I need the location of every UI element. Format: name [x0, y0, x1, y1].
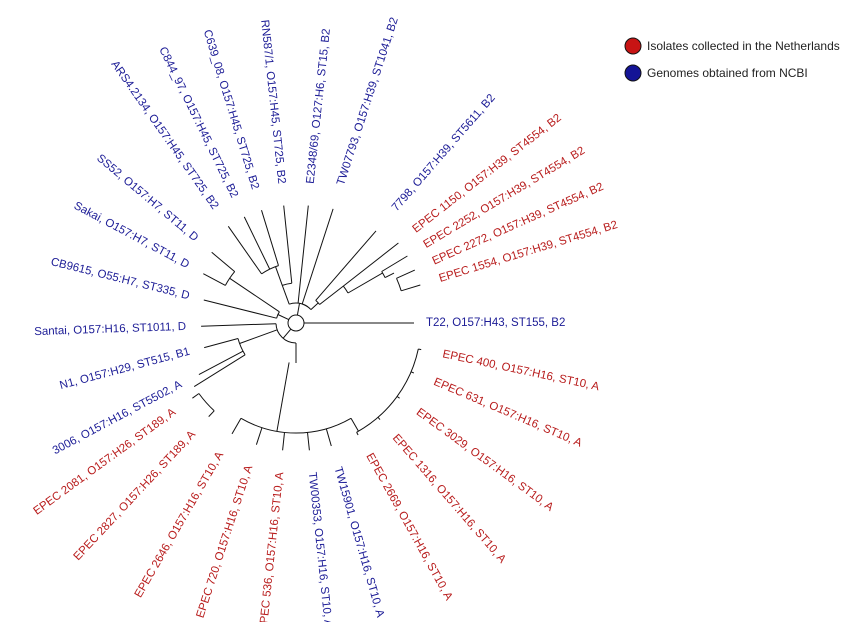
clade-b2e-branch-0: [401, 284, 421, 292]
clade-a3-branch-4: [418, 348, 422, 351]
tip-label: TW07793, O157:H39, ST1041, B2: [335, 16, 401, 187]
clade-d2-branch-0: [211, 251, 236, 272]
clade-d2-arc: [224, 271, 236, 286]
tip-label: EPEC 1316, O157:H16, ST10, A: [390, 432, 508, 566]
clade-a2-branch-3: [307, 432, 310, 451]
clade-b2a-branch-0: [319, 285, 344, 305]
clade-a3-branch-3: [410, 371, 415, 374]
legend-label-ncbi: Genomes obtained from NCBI: [647, 66, 808, 80]
clade-b2a-arc: [315, 300, 320, 305]
legend-label-netherlands: Isolates collected in the Netherlands: [647, 39, 840, 53]
clade-b2d-arc: [381, 271, 386, 278]
clade-a3-branch-2: [396, 396, 400, 399]
clade-b2c-branch-0: [310, 302, 319, 310]
tip-label: E2348/69, O127:H6, ST15, B2: [305, 28, 333, 184]
clade-bottom-branch-1: [239, 329, 278, 344]
root-branch-2: [282, 328, 292, 339]
tip-label: TW00353, O157:H16, ST10, A: [306, 472, 334, 622]
clade-st725-branch-0: [283, 205, 293, 284]
clade-d-branch-0: [229, 277, 280, 313]
clade-b2d-branch-0: [384, 272, 395, 279]
root-branch-0: [296, 303, 300, 316]
clade-a3-arc: [356, 348, 419, 433]
clade-b2b-branch-0: [347, 272, 383, 294]
root-branch-1: [277, 314, 289, 321]
clade-o127-branch-2: [281, 285, 290, 305]
clade-a2-branch-2: [282, 432, 285, 451]
clade-b2b-branch-1: [342, 242, 399, 287]
legend-item-ncbi: Genomes obtained from NCBI: [624, 64, 808, 82]
clade-b1-branch-2: [193, 354, 246, 388]
clade-a-branch-0: [276, 362, 290, 432]
legend: Isolates collected in the Netherlands Ge…: [624, 37, 840, 82]
clade-st189-branch-0: [192, 393, 200, 399]
legend-swatch-netherlands: [624, 37, 642, 55]
tip-label: EPEC 400, O157:H16, ST10, A: [441, 348, 600, 393]
clade-o127-branch-1: [297, 205, 309, 304]
tip-label: 7798, O157:H39, ST5611, B2: [390, 92, 498, 214]
clade-a2-branch-0: [231, 418, 242, 435]
tip-label: Santai, O157:H16, ST1011, D: [34, 321, 186, 338]
root-node: [287, 314, 305, 332]
clade-o127-arc: [289, 302, 308, 308]
legend-swatch-ncbi: [624, 64, 642, 82]
clade-a2-branch-4: [325, 428, 332, 447]
tip-label: EPEC 536, O157:H16, ST10, A: [258, 471, 287, 622]
clade-b1-branch-0: [204, 338, 239, 349]
clade-bottom-arc: [275, 323, 297, 344]
tip-label: T22, O157:H43, ST155, B2: [426, 317, 565, 329]
clade-a2-branch-5: [350, 418, 359, 432]
clade-st725b-branch-2: [227, 226, 263, 275]
clade-a3-branch-0: [356, 432, 359, 436]
clade-b1-branch-1: [198, 350, 244, 376]
clade-b2b-arc: [342, 285, 349, 294]
clade-a2-arc: [240, 417, 352, 434]
tree-branches: [192, 205, 422, 451]
clade-st725b-branch-1: [243, 216, 271, 270]
clade-b2d-branch-1: [381, 255, 408, 272]
clade-st725-arc: [282, 282, 292, 286]
tip-label: CB9615, O55:H7, ST335, D: [50, 256, 191, 302]
tip-label: C639_08, O157:H45, ST725, B2: [201, 28, 261, 190]
tip-label: TW15901, O157:H16, ST10, A: [332, 466, 387, 620]
legend-item-netherlands: Isolates collected in the Netherlands: [624, 37, 840, 55]
clade-st725-branch-1: [275, 266, 283, 286]
clade-b2e-branch-1: [396, 269, 416, 279]
tip-label: EPEC 2669, O157:H16, ST10, A: [363, 451, 454, 602]
clade-st189-branch-1: [208, 410, 215, 417]
clade-a3-branch-1: [377, 416, 381, 420]
tip-label: EPEC 2827, O157:H26, ST189, A: [72, 428, 199, 563]
clade-b2a-branch-1: [315, 230, 377, 301]
clade-d2-branch-1: [203, 273, 226, 286]
clade-st189-arc: [198, 393, 215, 412]
clade-bottom-branch-0: [201, 323, 277, 327]
clade-b2c-branch-1: [301, 208, 334, 305]
clade-st725b-branch-0: [261, 210, 279, 266]
clade-a2-branch-1: [255, 427, 263, 445]
tip-label: RN587/1, O157:H45, ST725, B2: [258, 19, 287, 184]
clade-b2e-arc: [396, 278, 402, 291]
tip-label: Sakai, O157:H7, ST11, D: [72, 200, 191, 271]
clade-d-branch-1: [203, 299, 277, 319]
